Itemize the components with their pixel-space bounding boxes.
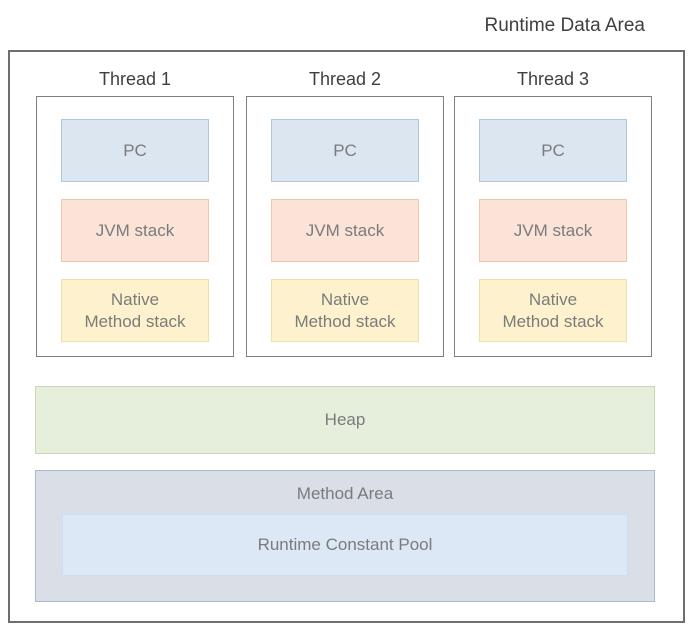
thread-1-jvm-stack-box: JVM stack (61, 199, 209, 262)
thread-1-box: PC JVM stack Native Method stack (36, 96, 234, 357)
thread-1-pc-box: PC (61, 119, 209, 182)
thread-2-pc-box: PC (271, 119, 419, 182)
thread-1-native-method-stack-box: Native Method stack (61, 279, 209, 342)
thread-1-label: Thread 1 (98, 69, 172, 89)
thread-2-jvm-stack-box: JVM stack (271, 199, 419, 262)
runtime-constant-pool-box: Runtime Constant Pool (62, 514, 628, 576)
thread-2-column: Thread 2 PC JVM stack Native Method stac… (246, 64, 444, 357)
thread-3-box: PC JVM stack Native Method stack (454, 96, 652, 357)
method-area-label: Method Area (296, 484, 394, 503)
heap-box: Heap (35, 386, 655, 454)
runtime-data-area-box: Thread 1 PC JVM stack Native Method stac… (8, 50, 685, 623)
thread-2-label: Thread 2 (308, 69, 382, 89)
thread-1-column: Thread 1 PC JVM stack Native Method stac… (36, 64, 234, 357)
thread-3-label: Thread 3 (516, 69, 590, 89)
thread-3-column: Thread 3 PC JVM stack Native Method stac… (454, 64, 652, 357)
thread-2-box: PC JVM stack Native Method stack (246, 96, 444, 357)
method-area-box: Method Area Runtime Constant Pool (35, 470, 655, 602)
thread-3-native-method-stack-box: Native Method stack (479, 279, 627, 342)
thread-3-pc-box: PC (479, 119, 627, 182)
diagram-title: Runtime Data Area (484, 15, 645, 36)
thread-2-native-method-stack-box: Native Method stack (271, 279, 419, 342)
thread-3-jvm-stack-box: JVM stack (479, 199, 627, 262)
